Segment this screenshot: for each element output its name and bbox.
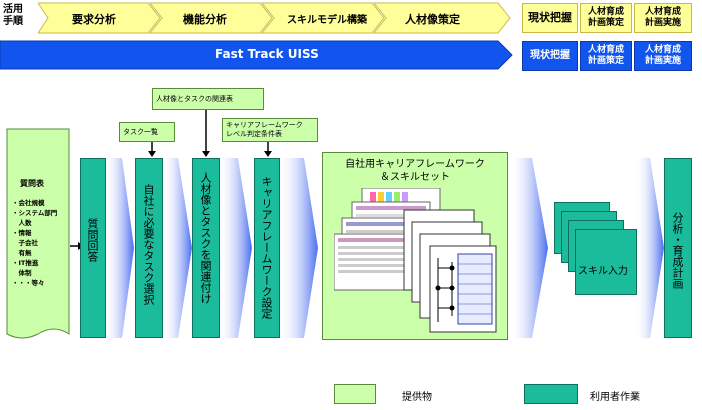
top-right-step-3: 人材育成 計画実施	[634, 3, 692, 33]
step-answer-box	[80, 158, 106, 338]
chevron-step-3	[260, 2, 385, 34]
track-right-step-1: 現状把握	[522, 41, 578, 71]
note-relation-table: 人材像とタスクの関連表	[152, 88, 264, 110]
flow-arrow-6	[636, 158, 664, 338]
flow-arrow-3	[218, 158, 252, 338]
step-task-select-label: 自社に必要なタスク選択	[142, 184, 155, 305]
questionnaire-title: 質問表	[20, 179, 44, 188]
top-right-step-3-label: 人材育成 計画実施	[644, 7, 681, 28]
framework-illustration	[334, 188, 497, 333]
step-relate-label: 人材像とタスクを関連付け	[199, 172, 212, 304]
analysis-plan-box	[664, 158, 692, 338]
chevron-step-1	[38, 2, 161, 34]
step-answer-label: 質問回答	[86, 218, 99, 262]
legend-user-work-swatch	[524, 384, 578, 404]
note-career-level: キャリアフレームワーク レベル判定条件表	[222, 118, 318, 142]
skill-tree-docs	[403, 209, 497, 333]
step-career-label: キャリアフレームワーク設定	[260, 176, 273, 319]
legend-deliverable-label: 提供物	[402, 392, 432, 403]
legend-user-work-label: 利用者作業	[590, 392, 640, 403]
skill-input-stack-4	[575, 229, 637, 295]
procedure-chevron-row	[38, 2, 511, 34]
track-right-step-2-label: 人材育成 計画策定	[587, 45, 624, 66]
chevron-step-2	[148, 2, 273, 34]
top-right-step-1: 現状把握	[522, 3, 578, 33]
step-relate-box	[192, 158, 220, 338]
questionnaire-shape	[6, 128, 70, 339]
note-task-list: タスク一覧	[119, 122, 175, 142]
flow-arrow-1	[104, 158, 134, 338]
step-requirements-analysis: 要求分析	[72, 13, 116, 26]
top-right-step-2-label: 人材育成 計画策定	[587, 7, 624, 28]
step-career-box	[254, 158, 280, 338]
top-right-step-2: 人材育成 計画策定	[580, 3, 632, 33]
flow-arrow-2	[162, 158, 192, 338]
flow-arrow-4	[278, 158, 318, 338]
step-skill-model: スキルモデル構築	[287, 15, 367, 26]
flow-arrow-5	[510, 158, 548, 338]
procedure-label: 活用 手順	[3, 4, 23, 27]
track-right-step-3-label: 人材育成 計画実施	[644, 45, 681, 66]
track-right-step-1-label: 現状把握	[530, 50, 570, 61]
framework-title: 自社用キャリアフレームワーク ＆スキルセット	[345, 159, 485, 183]
chevron-step-4	[372, 2, 511, 34]
step-task-select-box	[135, 158, 163, 338]
track-right-step-2: 人材育成 計画策定	[580, 41, 632, 71]
analysis-plan-label: 分析・育成計画	[671, 212, 684, 289]
step-persona-definition: 人材像策定	[405, 13, 460, 26]
legend-deliverable-swatch	[334, 384, 376, 404]
step-function-analysis: 機能分析	[183, 13, 227, 26]
track-right-step-3: 人材育成 計画実施	[634, 41, 692, 71]
questionnaire-items: ・会社規模 ・システム部門 人数 ・情報 子会社 有無 ・IT推進 体制 ・・・…	[12, 199, 58, 287]
fast-track-label: Fast Track UISS	[215, 47, 319, 61]
top-right-step-1-label: 現状把握	[528, 11, 572, 24]
skill-input-label: スキル入力	[578, 266, 628, 277]
fast-track-banner	[0, 40, 513, 70]
